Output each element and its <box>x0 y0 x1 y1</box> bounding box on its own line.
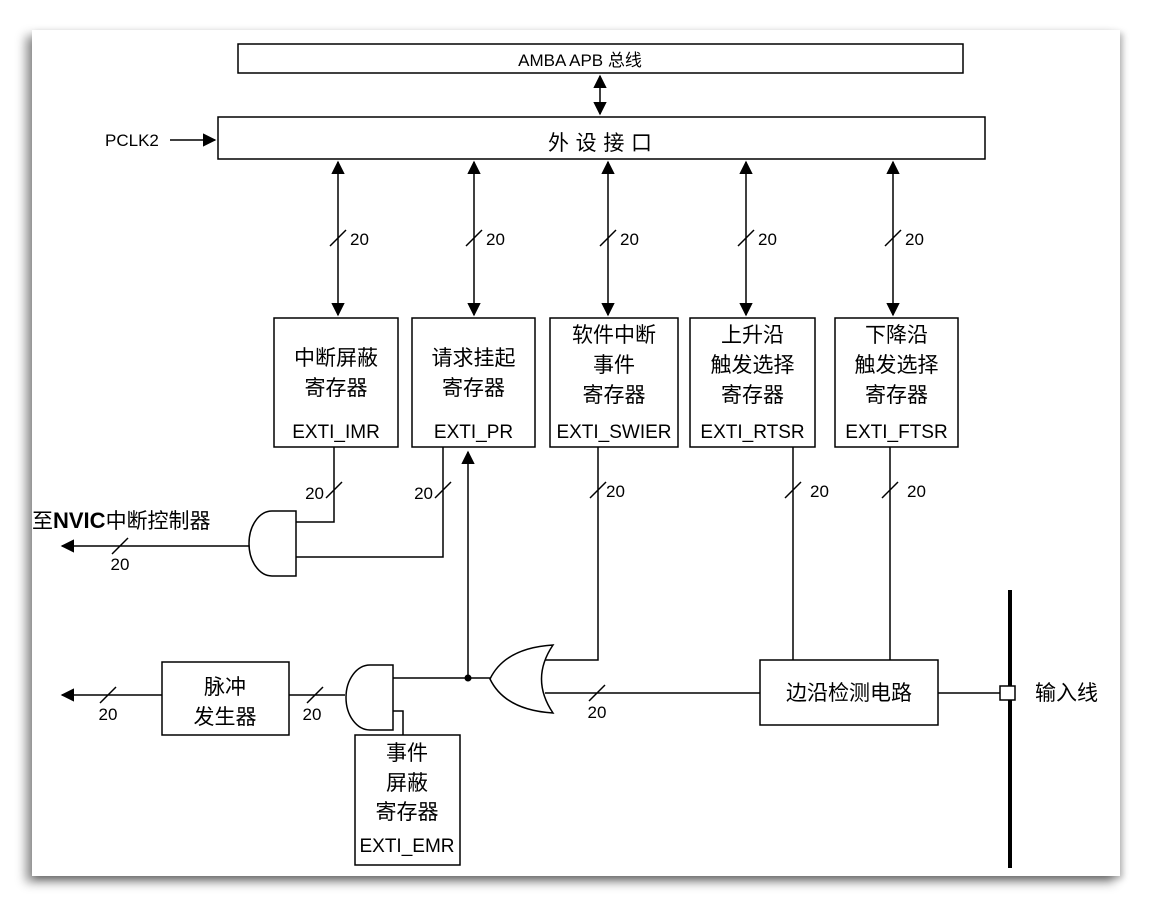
exti-rtsr-line-3: 寄存器 <box>721 383 784 407</box>
pulse-generator-line-1: 脉冲 <box>204 675 246 699</box>
bus-width-label: 20 <box>905 230 924 249</box>
bus-slash <box>434 481 452 499</box>
exti-pr-line-2: 寄存器 <box>442 376 505 400</box>
register-exti-ftsr <box>834 317 959 448</box>
emr-name: EXTI_EMR <box>359 836 454 857</box>
wires <box>60 447 1000 735</box>
exti-swier-line-2: 事件 <box>593 353 635 377</box>
register-exti-pr <box>411 317 536 448</box>
bus-width-label: 20 <box>907 482 926 501</box>
bus-slash <box>588 684 606 702</box>
peripheral-interface-label: 外 设 接 口 <box>548 131 652 155</box>
junction-dot <box>464 674 472 682</box>
nvic-output-label: 至NVIC中断控制器 <box>32 508 211 533</box>
pclk2-label: PCLK2 <box>105 131 159 150</box>
pulse-generator-line-2: 发生器 <box>194 705 257 729</box>
exti-rtsr-line-2: 触发选择 <box>711 353 795 377</box>
bus-width-label: 20 <box>99 705 118 724</box>
exti-swier-name: EXTI_SWIER <box>556 422 671 443</box>
edge-detect-label: 边沿检测电路 <box>786 681 912 705</box>
input-line-label: 输入线 <box>1035 681 1098 705</box>
edge-detect-circuit <box>759 659 939 726</box>
bus-slash <box>111 537 129 555</box>
bus-slash <box>325 481 343 499</box>
amba-apb-bus-label: AMBA APB 总线 <box>518 51 642 70</box>
exti-swier-line-3: 寄存器 <box>583 383 646 407</box>
exti-ftsr-line-2: 触发选择 <box>855 353 939 377</box>
bus-slash <box>306 686 324 704</box>
register-exti-imr <box>273 317 399 448</box>
or-gate <box>489 644 555 714</box>
bus-width-label: 20 <box>606 482 625 501</box>
bus-slash <box>884 229 902 247</box>
exti-ftsr-name: EXTI_FTSR <box>845 422 947 443</box>
bus-width-label: 20 <box>758 230 777 249</box>
register-exti-rtsr <box>689 317 816 448</box>
exti-pr-name: EXTI_PR <box>434 422 513 443</box>
emr-line-3: 寄存器 <box>376 800 439 824</box>
bus-width-label: 20 <box>810 482 829 501</box>
input-pin <box>999 685 1016 701</box>
event-and-gate <box>345 664 394 731</box>
exti-rtsr-name: EXTI_RTSR <box>700 422 804 443</box>
exti-ftsr-line-3: 寄存器 <box>865 383 928 407</box>
exti-imr-name: EXTI_IMR <box>292 422 380 443</box>
bus-slash <box>784 481 802 499</box>
register-bus-links <box>331 160 900 317</box>
bus-slash <box>737 229 755 247</box>
bus-slash <box>599 229 617 247</box>
bus-width-label: 20 <box>620 230 639 249</box>
exti-ftsr-line-1: 下降沿 <box>865 323 928 347</box>
bus-width-label: 20 <box>111 555 130 574</box>
pulse-generator <box>161 661 290 736</box>
bus-width-label: 20 <box>350 230 369 249</box>
exti-swier-line-1: 软件中断 <box>572 323 656 347</box>
amba-apb-bus <box>237 43 964 74</box>
bus-slash <box>589 481 607 499</box>
interrupt-and-gate <box>248 510 297 577</box>
bus-slash <box>465 229 483 247</box>
exti-pr-line-1: 请求挂起 <box>432 346 516 370</box>
bus-width-label: 20 <box>588 703 607 722</box>
register-exti-emr <box>354 734 461 866</box>
exti-rtsr-line-1: 上升沿 <box>721 323 784 347</box>
emr-line-1: 事件 <box>386 741 428 765</box>
register-exti-swier <box>549 317 679 448</box>
bus-slash <box>329 229 347 247</box>
bus-slash <box>881 481 899 499</box>
emr-line-2: 屏蔽 <box>386 771 428 795</box>
bus-width-markers: 20 20 20 20 20 20 20 20 20 20 20 20 20 20 <box>99 229 926 724</box>
bus-width-label: 20 <box>414 484 433 503</box>
exti-imr-line-2: 寄存器 <box>305 376 368 400</box>
bus-slash <box>99 686 117 704</box>
bus-width-label: 20 <box>305 484 324 503</box>
peripheral-interface <box>217 116 986 160</box>
bus-width-label: 20 <box>303 705 322 724</box>
exti-imr-line-1: 中断屏蔽 <box>294 346 378 370</box>
bus-width-label: 20 <box>486 230 505 249</box>
